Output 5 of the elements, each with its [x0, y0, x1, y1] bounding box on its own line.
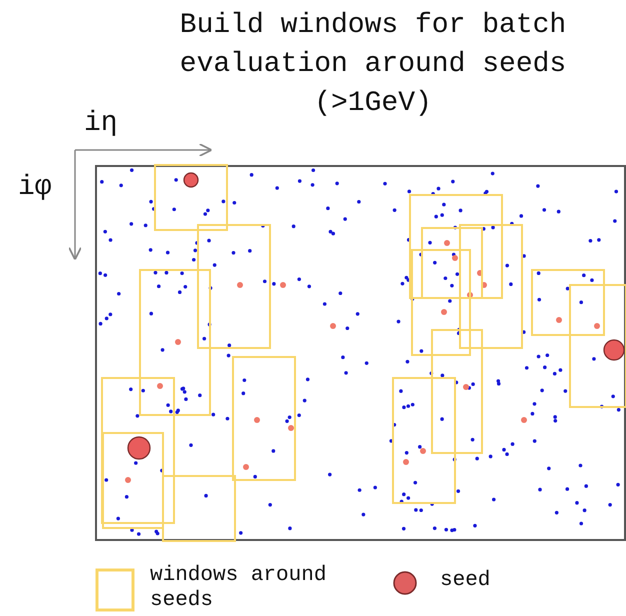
title: Build windows for batch evaluation around seeds (>1GeV) — [178, 9, 568, 121]
legend-label: seed — [440, 568, 492, 593]
axis-label: iφ — [18, 172, 52, 203]
legend-label: windows around seeds — [150, 563, 328, 613]
axis-label: iη — [84, 108, 118, 139]
